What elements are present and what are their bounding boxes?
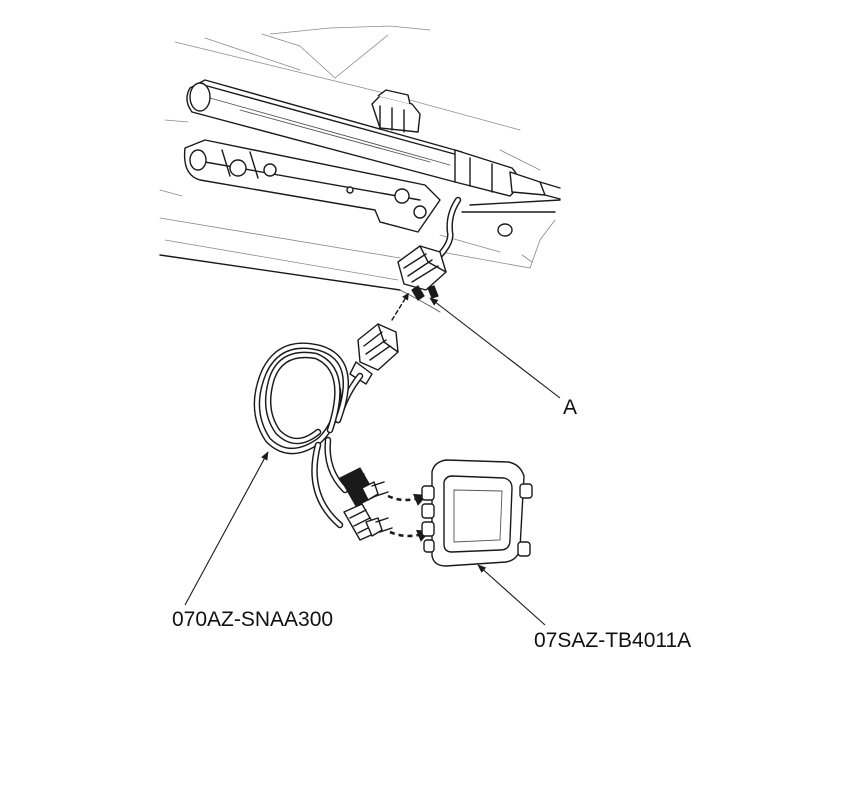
connect-arrow-white-plug [389,529,431,542]
leader-line-harness-tool [184,451,269,606]
vehicle-harness [436,196,561,259]
test-box [421,459,533,567]
connect-arrow-black-plug [387,493,428,506]
test-box-jacks-left [421,485,435,553]
banana-plug-white [343,503,393,541]
connect-arrow-connector-a [391,292,409,321]
callout-connector-a: A [563,396,577,419]
leader-line-test-box [477,564,546,626]
harness-tool [253,323,399,529]
connector-a [397,245,447,301]
test-box-jacks-right [517,483,533,557]
seat-rail-bracket [183,139,513,237]
seat-frame-background [159,25,556,313]
callout-harness-tool: 070AZ-SNAA300 [172,608,333,631]
callout-test-box: 07SAZ-TB4011A [534,629,691,652]
leader-line-connector-a [429,297,561,399]
banana-plug-black [339,467,389,507]
seat-rail-actuator [186,79,561,200]
